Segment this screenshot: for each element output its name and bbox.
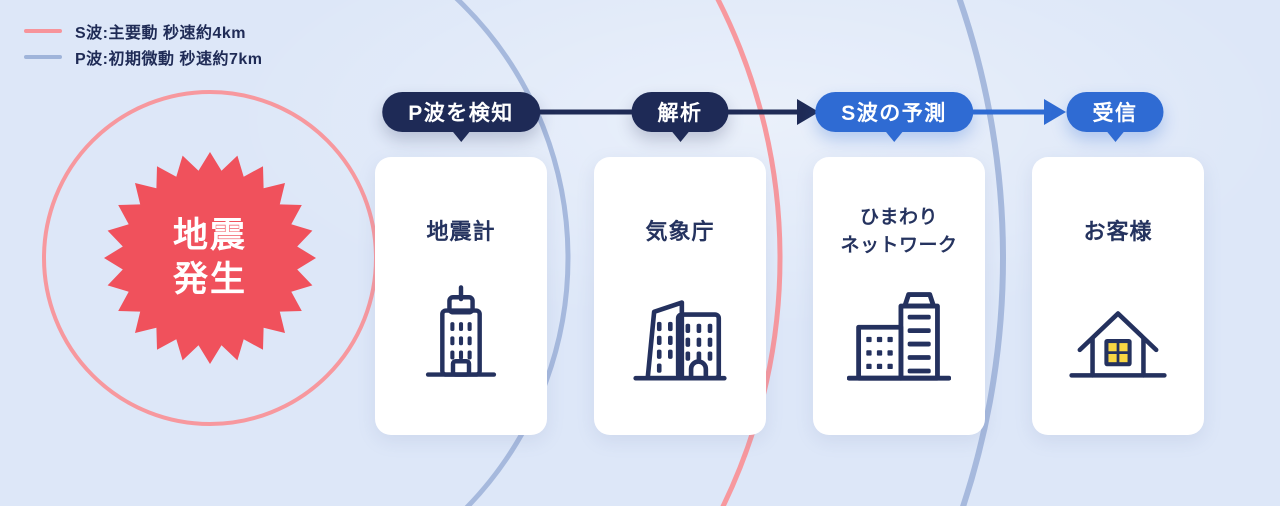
legend-label: S波:主要動 秒速約4km <box>75 25 246 42</box>
legend: S波:主要動 秒速約4km P波:初期微動 秒速約7km <box>24 18 262 70</box>
step-pill-receive: 受信 <box>1066 92 1164 142</box>
house-icon <box>1069 311 1167 378</box>
step-pill-s-wave-predict: S波の予測 <box>815 92 973 142</box>
card-title: ひまわり ネットワーク <box>840 207 958 256</box>
step-pill-p-wave-detect: P波を検知 <box>382 92 540 142</box>
legend-label: P波:初期微動 秒速約7km <box>75 51 263 68</box>
step-card-customer: お客様 <box>1032 157 1204 435</box>
step-card-jma: 気象庁 <box>594 157 766 435</box>
starburst-icon <box>104 152 316 364</box>
network-buildings-icon <box>847 292 951 381</box>
arrowhead-icon <box>1044 99 1066 125</box>
legend-item-s-wave: S波:主要動 秒速約4km <box>24 18 262 44</box>
jma-buildings-icon <box>633 300 727 381</box>
card-title: お客様 <box>1083 219 1153 245</box>
legend-item-p-wave: P波:初期微動 秒速約7km <box>24 44 262 70</box>
s-wave-line-swatch <box>24 29 62 33</box>
card-title: 地震計 <box>426 219 496 245</box>
arrowhead-icon <box>797 99 819 125</box>
seismometer-building-icon <box>425 285 497 377</box>
s-wave-ring-outer <box>715 0 783 506</box>
p-wave-line-swatch <box>24 55 62 59</box>
epicenter-badge: 地震 発生 <box>104 152 316 364</box>
p-wave-ring-inner <box>454 0 571 506</box>
starburst-shape <box>104 152 316 364</box>
epicenter-label: 地震 発生 <box>172 215 247 299</box>
step-card-himawari-network: ひまわり ネットワーク <box>813 157 985 435</box>
card-title: 気象庁 <box>645 219 715 245</box>
step-card-seismometer: 地震計 <box>375 157 547 435</box>
p-wave-ring-outer <box>956 0 1006 506</box>
step-pill-analyze: 解析 <box>631 92 729 142</box>
